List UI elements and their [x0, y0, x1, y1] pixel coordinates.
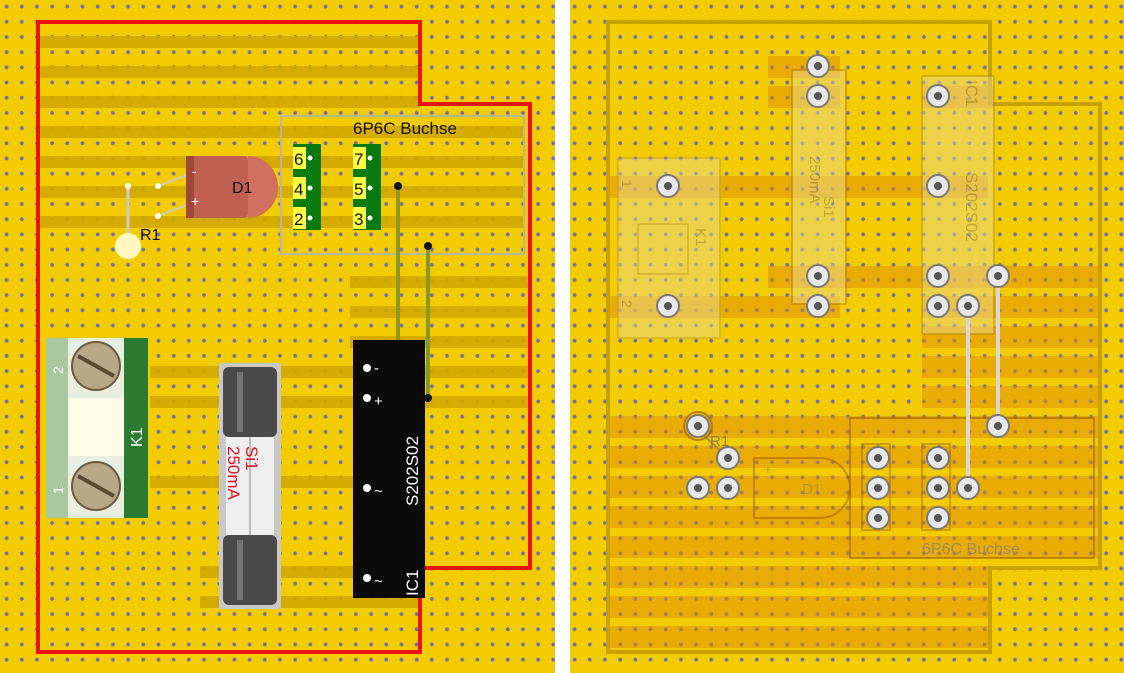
terminal-label-back: K1 [692, 228, 709, 246]
solder-joints [656, 54, 1010, 530]
connector-6p6c: 6P6C Buchse 6 4 2 7 5 3 [280, 115, 525, 255]
pin-number-5: 5 [354, 180, 363, 199]
wire-links [394, 182, 432, 402]
back-view: K1 1 2 250mA Si1 IC1 S202S02 6P6C Buchse… [570, 0, 1124, 673]
terminal-pin-2: 2 [50, 366, 66, 374]
wire-links-back [966, 276, 1000, 488]
terminal-k1: K1 2 1 [46, 338, 148, 518]
led-plus-back: + [764, 462, 772, 477]
terminal-label: K1 [129, 427, 146, 447]
terminal-pin-1: 1 [50, 486, 66, 494]
front-layout: 6P6C Buchse 6 4 2 7 5 3 D1 - + [36, 20, 532, 654]
pin-number-2: 2 [294, 210, 303, 229]
ic-pin-ac2: ~ [374, 573, 383, 590]
terminal-pin-1-back: 1 [619, 180, 635, 188]
terminal-pin-2-back: 2 [619, 300, 635, 308]
led-d1: D1 - + [155, 156, 278, 219]
connector-label: 6P6C Buchse [353, 119, 457, 138]
ic1-back: IC1 S202S02 [921, 75, 995, 335]
ic-part: S202S02 [403, 436, 422, 506]
fuse-si1: Si1 250mA [219, 363, 281, 609]
ic1-s202s02: - + ~ ~ S202S02 IC1 [353, 340, 425, 598]
ic-pin-plus: + [374, 393, 383, 410]
board-outline [36, 20, 532, 654]
copper-strips-back [608, 56, 1100, 648]
ic-label-back: IC1 [962, 80, 981, 106]
back-layout: K1 1 2 250mA Si1 IC1 S202S02 6P6C Buchse… [606, 20, 1102, 654]
fuse-rating: 250mA [224, 446, 243, 501]
board-outline-back [606, 20, 1102, 654]
led-minus: - [192, 163, 197, 179]
pin-number-7: 7 [354, 150, 363, 169]
resistor-label: R1 [140, 227, 161, 244]
pin-number-4: 4 [294, 180, 303, 199]
led-label: D1 [232, 180, 253, 197]
ic-pin-minus: - [374, 360, 379, 377]
ic-label: IC1 [403, 570, 422, 596]
led-plus: + [191, 193, 199, 209]
fuse-name: Si1 [242, 446, 261, 471]
view-divider [555, 0, 570, 673]
pin-number-3: 3 [354, 210, 363, 229]
ic-part-back: S202S02 [962, 172, 981, 242]
led-d1-back: D1 + [753, 457, 851, 519]
led-label-back: D1 [802, 481, 821, 498]
ic-pin-ac1: ~ [374, 483, 383, 500]
fuse-name-back: Si1 [820, 196, 837, 218]
pin-number-6: 6 [294, 150, 303, 169]
connector-label-back: 6P6C Buchse [922, 541, 1020, 558]
front-view: 6P6C Buchse 6 4 2 7 5 3 D1 - + [0, 0, 555, 673]
resistor-r1: R1 [115, 183, 161, 259]
fuse-rating-back: 250mA [806, 156, 823, 204]
